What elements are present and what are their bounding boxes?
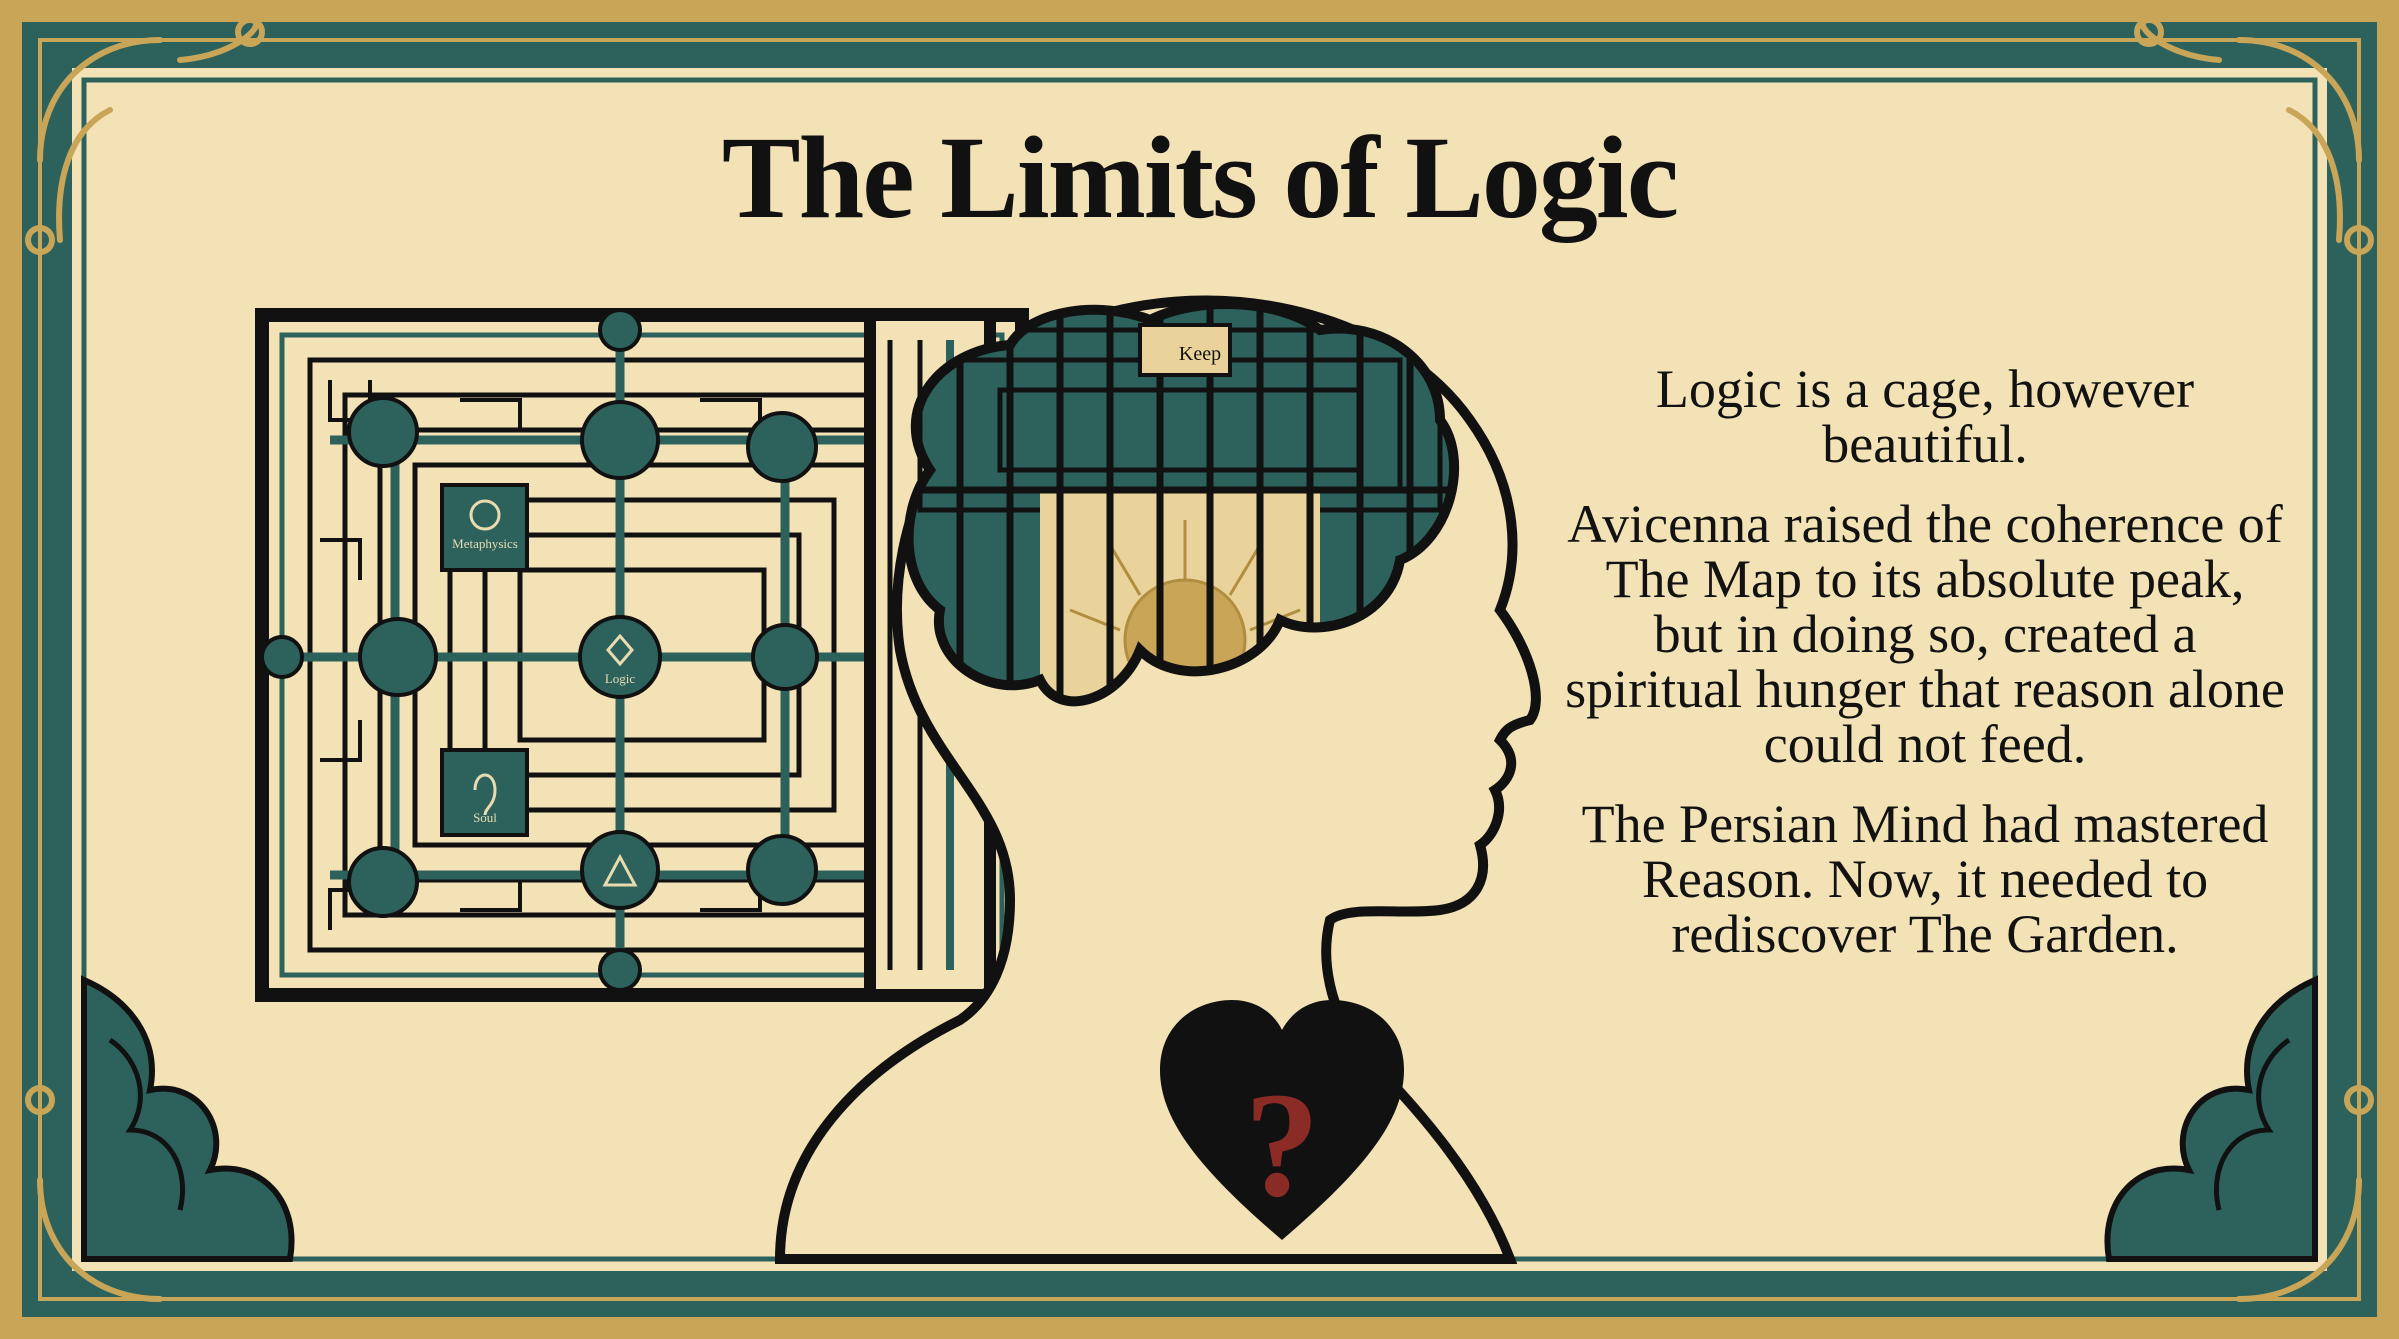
- brain-label: Keep: [1179, 343, 1221, 365]
- question-mark-icon: ?: [1245, 1062, 1320, 1228]
- maze-label-logic: Logic: [605, 671, 636, 686]
- ornament-corner-icon: [25, 17, 2374, 1302]
- maze-label-soul: Soul: [473, 810, 497, 825]
- slide-body: Logic is a cage, however beautiful. Avic…: [1565, 362, 2285, 987]
- paragraph-avicenna: Avicenna raised the coherence of The Map…: [1565, 494, 2285, 774]
- corner-foliage: [81, 975, 2318, 1262]
- paragraph-persian-mind: The Persian Mind had mastered Reason. No…: [1581, 794, 2269, 964]
- slide-title: The Limits of Logic: [721, 112, 1679, 243]
- heart-icon: [1160, 1000, 1404, 1240]
- paragraph-cage: Logic is a cage, however beautiful.: [1655, 359, 2195, 474]
- maze-label-metaphysics: Metaphysics: [452, 536, 518, 551]
